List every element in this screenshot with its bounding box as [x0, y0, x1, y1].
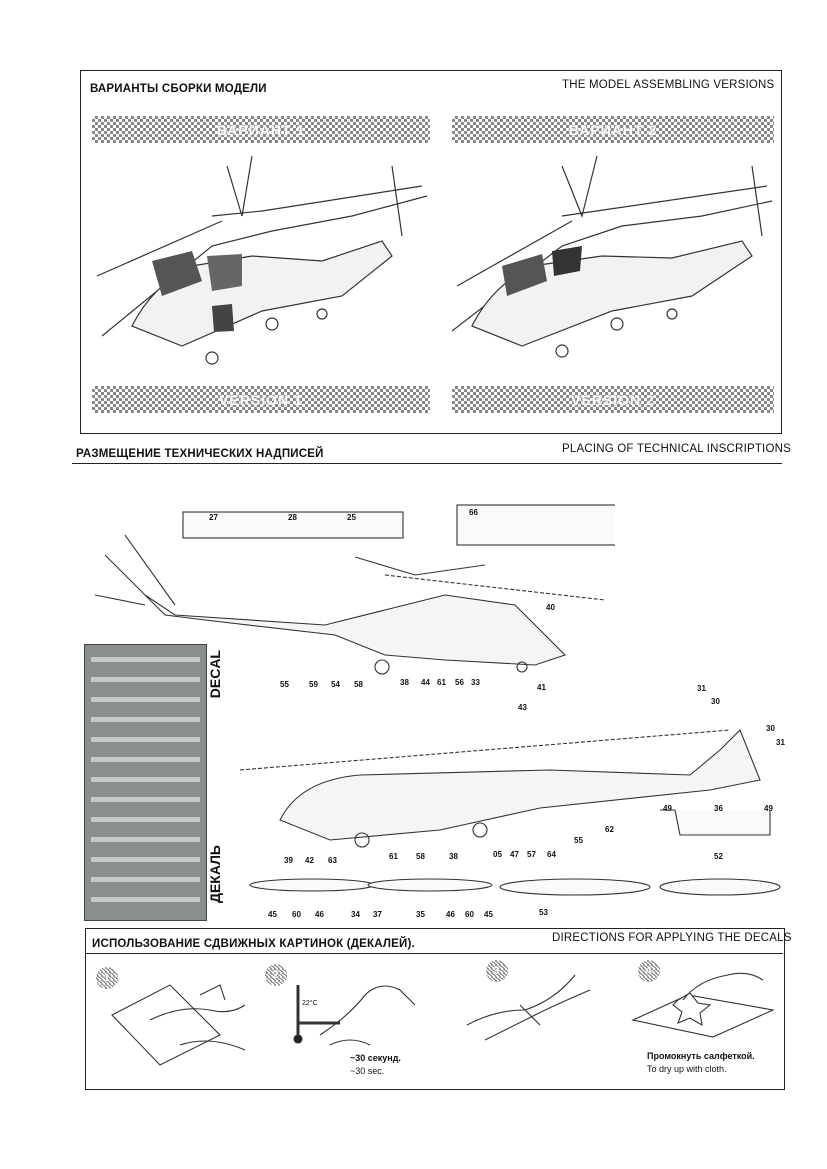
- decal-label-en: DECAL: [207, 650, 223, 699]
- assembling-title-ru: ВАРИАНТЫ СБОРКИ МОДЕЛИ: [90, 83, 267, 95]
- directions-divider: [85, 953, 783, 954]
- callout-31-b: 31: [776, 738, 785, 747]
- callout-30-a: 30: [711, 697, 720, 706]
- callout-63: 63: [328, 856, 337, 865]
- callout-33: 33: [471, 678, 480, 687]
- step-2-badge: 2: [265, 964, 287, 986]
- step-3-badge: 3: [486, 960, 508, 982]
- callout-49-b: 49: [764, 804, 773, 813]
- callout-61: 61: [437, 678, 446, 687]
- step-4-badge: 4: [638, 960, 660, 982]
- helicopter-version-1-drawing: [96, 155, 428, 365]
- version-2-banner: VERSION 2: [452, 386, 774, 413]
- variant-1-label: ВАРИАНТ 1: [216, 121, 306, 138]
- step-2-text-ru: ~30 секунд.: [350, 1053, 401, 1063]
- callout-34: 34: [351, 910, 360, 919]
- callout-49-a: 49: [663, 804, 672, 813]
- step-2-text-en: ~30 sec.: [350, 1066, 385, 1076]
- helicopter-version-2-drawing: [452, 155, 773, 358]
- directions-title-ru: ИСПОЛЬЗОВАНИЕ СДВИЖНЫХ КАРТИНОК (ДЕКАЛЕЙ…: [92, 938, 415, 950]
- callout-38: 38: [400, 678, 409, 687]
- callout-55-b: 55: [574, 836, 583, 845]
- inscriptions-title-ru: РАЗМЕЩЕНИЕ ТЕХНИЧЕСКИХ НАДПИСЕЙ: [76, 448, 324, 460]
- callout-05: 05: [493, 850, 502, 859]
- variant-2-banner: ВАРИАНТ 2: [452, 116, 774, 143]
- callout-37: 37: [373, 910, 382, 919]
- step-1-badge: 1: [96, 967, 118, 989]
- directions-title-en: DIRECTIONS FOR APPLYING THE DECALS: [552, 932, 792, 944]
- helicopter-side-view-drawing: [240, 729, 781, 896]
- callout-28: 28: [288, 513, 297, 522]
- callout-60-a: 60: [292, 910, 301, 919]
- step-4-text-ru: Промокнуть салфеткой.: [647, 1051, 755, 1061]
- callout-25: 25: [347, 513, 356, 522]
- callout-55: 55: [280, 680, 289, 689]
- step-2-water-illustration: [293, 985, 416, 1046]
- callout-36: 36: [714, 804, 723, 813]
- callout-62: 62: [605, 825, 614, 834]
- assembling-title-en: THE MODEL ASSEMBLING VERSIONS: [562, 79, 775, 91]
- callout-64: 64: [547, 850, 556, 859]
- variant-2-label: ВАРИАНТ 2: [568, 121, 658, 138]
- callout-47: 47: [510, 850, 519, 859]
- step-2-temperature: 22°C: [302, 1000, 318, 1007]
- callout-44: 44: [421, 678, 430, 687]
- callout-60-b: 60: [465, 910, 474, 919]
- callout-43: 43: [518, 703, 527, 712]
- version-1-banner: VERSION 1: [92, 386, 430, 413]
- inscriptions-title-en: PLACING OF TECHNICAL INSCRIPTIONS: [562, 443, 791, 455]
- callout-30-b: 30: [766, 724, 775, 733]
- callout-40: 40: [546, 603, 555, 612]
- callout-53: 53: [539, 908, 548, 917]
- callout-61-b: 61: [389, 852, 398, 861]
- callout-66: 66: [469, 508, 478, 517]
- step-1-cut-decal-illustration: [111, 984, 246, 1066]
- helicopter-top-view-drawing: [94, 504, 615, 675]
- section-divider: [72, 463, 782, 464]
- callout-27: 27: [209, 513, 218, 522]
- callout-31-a: 31: [697, 684, 706, 693]
- decal-directions-panel: [85, 928, 785, 1090]
- decal-sheet-image: [84, 644, 207, 921]
- callout-45-a: 45: [268, 910, 277, 919]
- callout-59: 59: [309, 680, 318, 689]
- callout-52: 52: [714, 852, 723, 861]
- version-1-label: VERSION 1: [219, 391, 303, 408]
- callout-46-a: 46: [315, 910, 324, 919]
- assembling-versions-panel: [80, 70, 782, 434]
- callout-35: 35: [416, 910, 425, 919]
- callout-58-b: 58: [416, 852, 425, 861]
- callout-58: 58: [354, 680, 363, 689]
- callout-41: 41: [537, 683, 546, 692]
- callout-38-b: 38: [449, 852, 458, 861]
- version-2-label: VERSION 2: [571, 391, 655, 408]
- callout-57: 57: [527, 850, 536, 859]
- callout-54: 54: [331, 680, 340, 689]
- callout-42: 42: [305, 856, 314, 865]
- step-4-text-en: To dry up with cloth.: [647, 1064, 727, 1074]
- step-3-slide-decal-illustration: [466, 974, 591, 1041]
- decal-label-ru: ДЕКАЛЬ: [207, 845, 223, 904]
- callout-56: 56: [455, 678, 464, 687]
- variant-1-banner: ВАРИАНТ 1: [92, 116, 430, 143]
- callout-45-b: 45: [484, 910, 493, 919]
- callout-46-b: 46: [446, 910, 455, 919]
- step-4-blot-illustration: [631, 972, 775, 1038]
- callout-39: 39: [284, 856, 293, 865]
